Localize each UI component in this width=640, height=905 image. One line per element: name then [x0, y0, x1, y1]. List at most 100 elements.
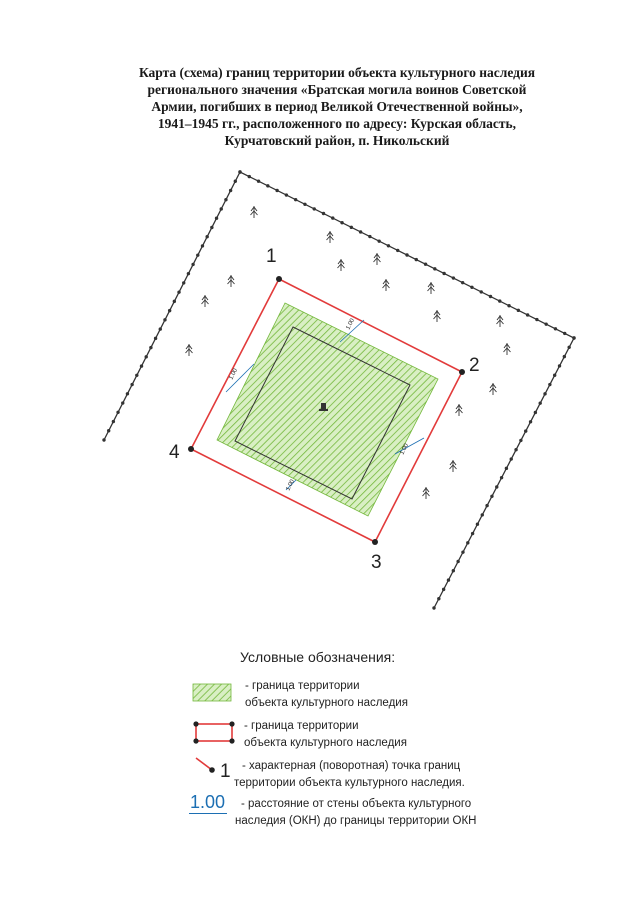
forest-edge-dot [533, 410, 538, 415]
point-label-3: 3 [371, 552, 382, 573]
tree-icon [250, 205, 258, 219]
legend-line: территории объекта культурного наследия. [234, 777, 465, 789]
forest-edge-dot [186, 271, 191, 276]
forest-edge-dot [167, 308, 172, 313]
tree-icon [433, 309, 441, 323]
forest-edge-dot [514, 448, 518, 452]
forest-edge-dot [490, 494, 494, 498]
forest-edge-dot [233, 179, 238, 183]
forest-edge-dot [205, 234, 209, 239]
forest-edge-dot [480, 513, 484, 517]
point-label-2: 2 [469, 355, 480, 376]
forest-edge-dot [499, 475, 504, 480]
legend-line: - граница территории [245, 680, 360, 692]
forest-edge-dot [553, 327, 558, 331]
forest-edge-dot [340, 221, 344, 225]
legend-point-swatch: 1 [195, 757, 231, 782]
tree-icon [422, 486, 430, 500]
forest-edge-dot [312, 207, 316, 211]
forest-edge-dot [177, 290, 181, 294]
forest-edge-dot [563, 331, 567, 336]
forest-edge-dot [102, 438, 106, 442]
forest-edge-dot [572, 336, 576, 340]
point-label-1: 1 [266, 246, 277, 267]
forest-edge-dot [456, 559, 460, 564]
forest-edge-dot [557, 364, 562, 368]
legend-item-boundary-line: - граница территории объекта культурного… [244, 718, 407, 752]
forest-edge-dot [414, 257, 418, 262]
forest-edge-dot [405, 253, 409, 257]
legend-line: объекта культурного наследия [244, 737, 407, 749]
distance-label: 1.00 [345, 317, 356, 331]
forest-edge-dot [433, 267, 437, 271]
legend-line: - граница территории [244, 720, 359, 732]
legend-distance-sample: 1.00 [190, 792, 226, 812]
forest-edge-dot [451, 276, 456, 280]
legend-hatched-swatch [192, 683, 232, 702]
forest-edge-dot [386, 244, 391, 248]
legend-title: Условные обозначения: [240, 649, 396, 665]
title-line: 1941–1945 гг., расположенного по адресу:… [157, 116, 517, 131]
tree-icon [455, 403, 463, 417]
forest-edge-dot [182, 281, 186, 285]
forest-edge-dot [485, 503, 489, 508]
distance-label: 1.00 [228, 367, 239, 381]
forest-edge-dot [507, 304, 511, 308]
turning-point-marker [188, 446, 194, 452]
legend-line: - характерная (поворотная) точка границ [242, 760, 461, 772]
title-line: Курчатовский район, п. Никольский [224, 133, 450, 148]
forest-edge-dot [153, 336, 158, 341]
legend-point-sample-label: 1 [220, 761, 231, 782]
forest-edge-dot [238, 170, 242, 174]
forest-edge-dot [247, 174, 251, 179]
forest-edge-dot [116, 410, 120, 414]
forest-edge-dot [437, 596, 441, 601]
forest-edge-dot [524, 429, 528, 433]
forest-edge-dot [106, 429, 111, 433]
forest-edge-dot [460, 280, 465, 285]
forest-edge-dot [495, 485, 499, 489]
forest-edge-dot [331, 216, 335, 220]
distance-label: 1.00 [285, 478, 296, 492]
forest-edge-dot [466, 541, 470, 545]
turning-point-marker [459, 369, 465, 375]
forest-edge-dot [224, 198, 228, 202]
forest-edge-dot [125, 392, 130, 396]
distance-marks: 1.00 1.00 1.00 1.00 [225, 317, 425, 492]
forest-edge-dot [528, 420, 533, 424]
forest-edge-dot [552, 373, 557, 377]
tree-icon [449, 459, 457, 473]
forest-edge-dot [538, 401, 542, 405]
forest-edge-dot [543, 392, 547, 396]
forest-edge-dot [548, 382, 552, 387]
forest-edge-dot [446, 578, 451, 582]
forest-edge-dot [479, 290, 483, 294]
forest-edge-dot [562, 354, 567, 359]
legend-line: объекта культурного наследия [245, 697, 408, 709]
forest-edge-dot [377, 239, 381, 243]
forest-edge-dot [293, 197, 298, 202]
forest-edge-dot [130, 382, 134, 387]
forest-edge-dot [284, 193, 289, 197]
tree-icon [427, 281, 435, 295]
title-line: регионального значения «Братская могила … [147, 82, 527, 97]
forest-edge-dot [303, 202, 307, 206]
forest-edge-dot [144, 355, 148, 359]
forest-edge-dot [498, 299, 502, 303]
forest-edge-dot [488, 294, 493, 299]
forest-edge-dot [432, 606, 436, 610]
legend-boundary-swatch [193, 721, 235, 744]
forest-edge-dot [519, 438, 523, 443]
title-line: Армии, погибших в период Великой Отечест… [151, 99, 523, 114]
forest-edge-dot [210, 225, 214, 230]
map-title: Карта (схема) границ территории объекта … [60, 64, 614, 149]
forest-edge-dot [321, 211, 326, 216]
point-label-4: 4 [169, 442, 180, 463]
forest-edge-dot [525, 313, 530, 317]
forest-edge-line [102, 170, 576, 610]
legend-item-turning-point: - характерная (поворотная) точка границ … [234, 758, 465, 792]
forest-edge-dot [158, 327, 162, 331]
turning-points: 1 2 3 4 [169, 246, 480, 573]
tree-icon [326, 230, 334, 244]
forest-edge-dot [368, 234, 372, 239]
